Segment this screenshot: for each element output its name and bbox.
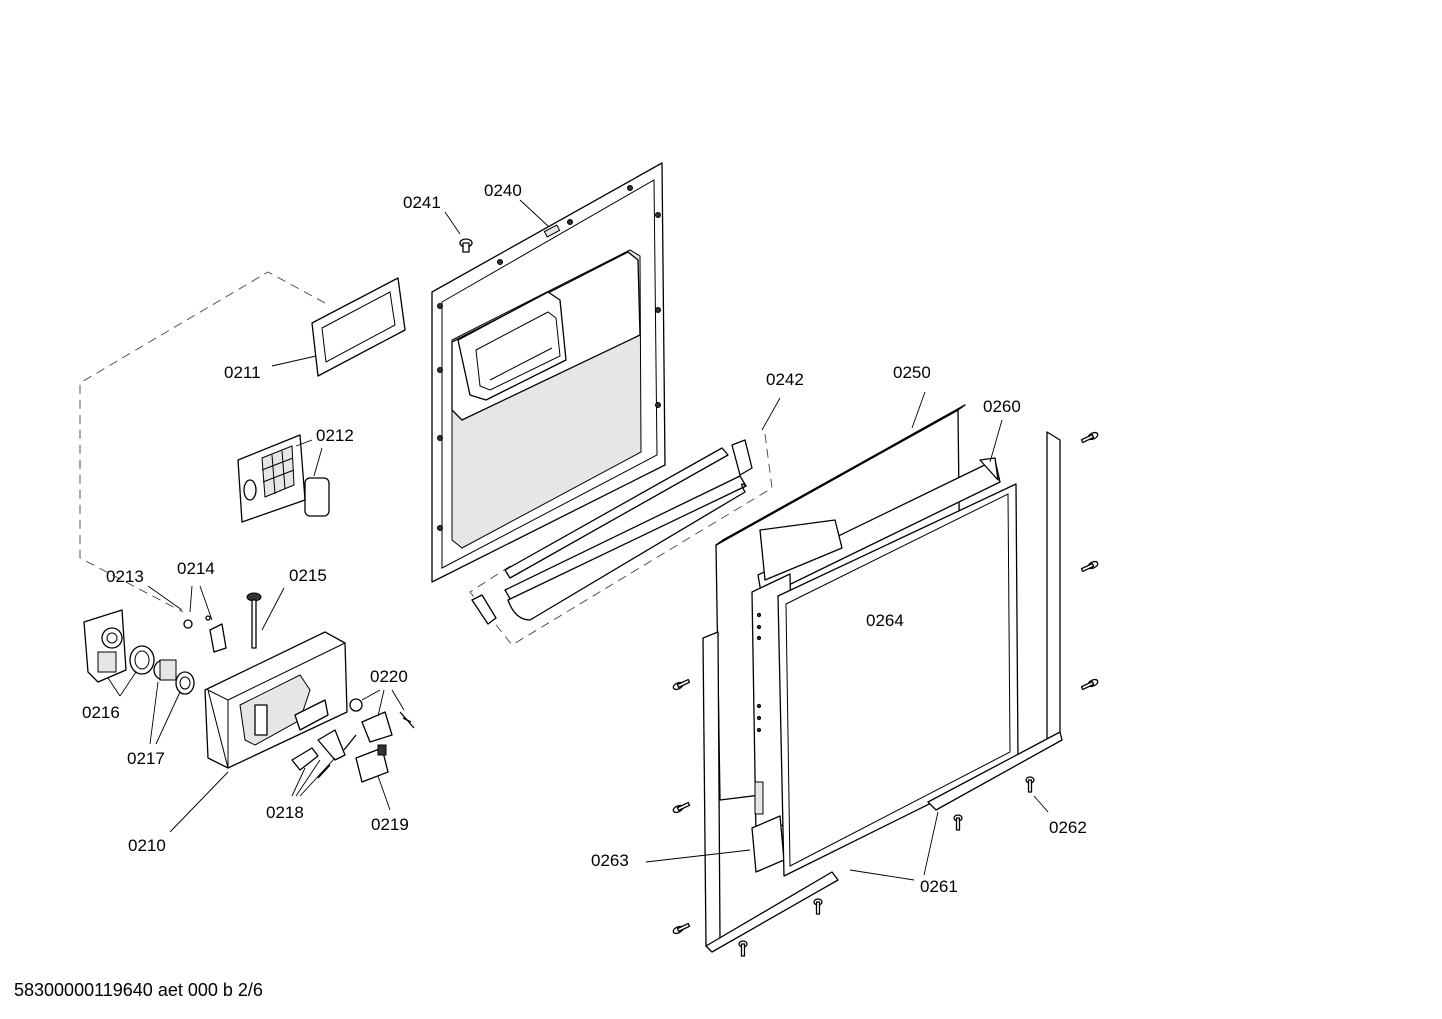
part-0218-levers[interactable] [291,729,357,779]
callout-0210: 0210 [128,836,166,855]
part-0216-ring[interactable] [129,645,155,675]
callout-0215: 0215 [289,566,327,585]
part-0262-screws[interactable] [672,431,1099,957]
document-id: 58300000119640 aet 000 b 2/6 [14,980,263,1000]
callout-0240: 0240 [484,181,522,200]
callout-0241: 0241 [403,193,441,212]
part-0215-pin[interactable] [246,592,262,649]
callout-0218: 0218 [266,803,304,822]
callout-labels: 0241 0240 0211 0212 0213 0214 0215 0216 … [82,181,1087,896]
part-0220-switch[interactable] [349,698,415,743]
assembly-group-outline [79,271,326,613]
callout-0263: 0263 [591,851,629,870]
part-0261-u-frame[interactable] [702,431,1063,953]
part-0219-switch-block[interactable] [355,744,389,783]
callout-0264: 0264 [866,611,904,630]
callout-0213: 0213 [106,567,144,586]
callout-0242: 0242 [766,370,804,389]
callout-0250: 0250 [893,363,931,382]
callout-0220: 0220 [370,667,408,686]
part-0242-trim-strips[interactable] [471,439,753,625]
callout-0211: 0211 [224,363,261,382]
callout-0212: 0212 [316,426,354,445]
callout-0219: 0219 [371,815,409,834]
callout-0262: 0262 [1049,818,1087,837]
leader-lines [107,199,1049,881]
part-0214-spring-lever[interactable] [183,615,227,653]
part-0210-control-housing[interactable] [204,631,348,769]
part-0212-cover[interactable] [237,434,306,523]
part-0217-bushing[interactable] [153,659,195,695]
callout-0261: 0261 [920,877,958,896]
callout-0217: 0217 [127,749,165,768]
part-0241-screw[interactable] [459,238,473,253]
callout-0260: 0260 [983,397,1021,416]
part-0212-label[interactable] [304,477,330,517]
part-0211-frame[interactable] [311,277,406,377]
part-0260-frame[interactable] [757,457,1001,599]
callout-0216: 0216 [82,703,120,722]
part-0213-knob-cover[interactable] [83,609,127,683]
part-0240-inner-door[interactable] [431,162,666,583]
callout-0214: 0214 [177,559,215,578]
part-0242-group-outline [469,433,773,646]
